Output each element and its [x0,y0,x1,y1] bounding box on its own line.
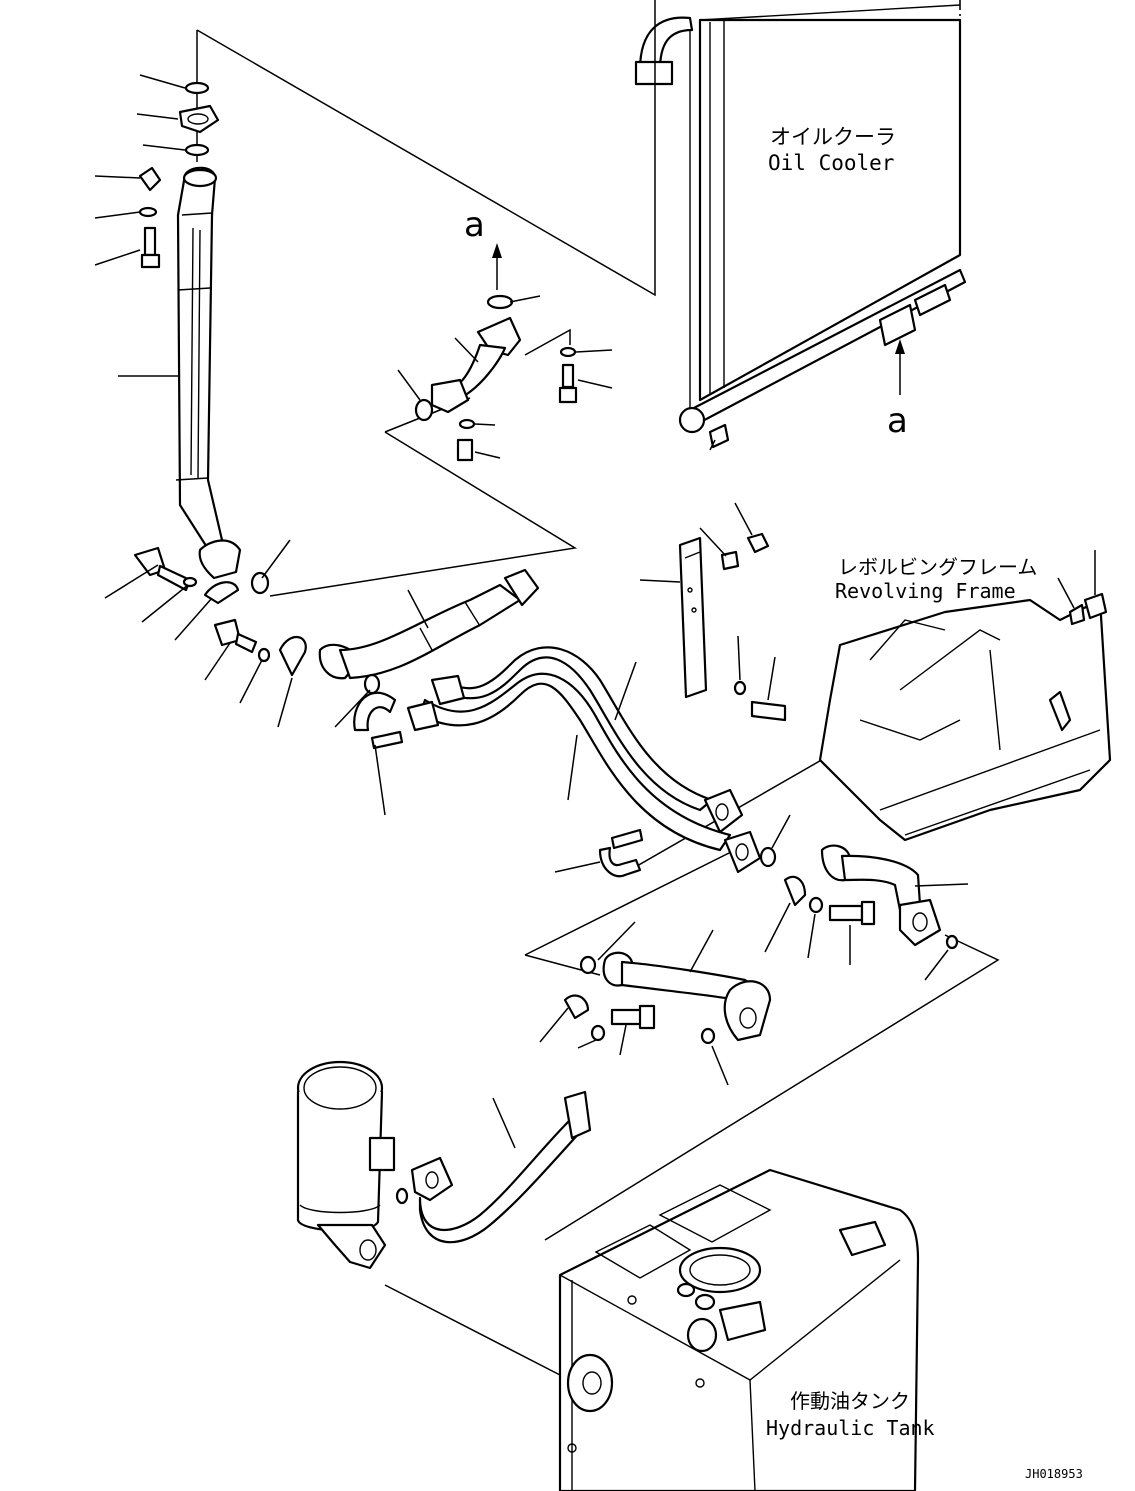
bracket [639,502,787,722]
revolving-frame-label-en: Revolving Frame [835,579,1016,603]
view-a-label-top: a [464,205,485,245]
hydraulic-tank [558,1168,920,1491]
middle-hose-left [133,546,540,695]
view-a-label-right: a [887,401,908,441]
oil-cooler-label-en: Oil Cooler [768,151,894,175]
oil-cooler [634,0,967,449]
drawing-number: JH018953 [1025,1467,1083,1481]
hydraulic-tank-label-en: Hydraulic Tank [766,1416,935,1440]
leader-lines-double-tubes [374,661,637,873]
bottom-pipe [410,1090,592,1244]
revolving-frame-label-jp: レボルビングフレーム [838,555,1037,579]
hydraulic-tank-label-jp: 作動油タンク [790,1389,910,1413]
oil-cooler-label-jp: オイルクーラ [770,125,896,149]
return-filter [296,1060,409,1270]
upper-hose-assembly [138,81,242,580]
right-hose [759,814,969,981]
double-tubes [353,646,762,878]
leader-lines-center [397,295,613,459]
revolving-frame [818,550,1112,842]
leader-lines-upper [94,74,186,377]
leader-lines-middle-left [104,539,429,728]
upper-center-pipe [414,294,578,462]
lower-hose [539,921,772,1086]
